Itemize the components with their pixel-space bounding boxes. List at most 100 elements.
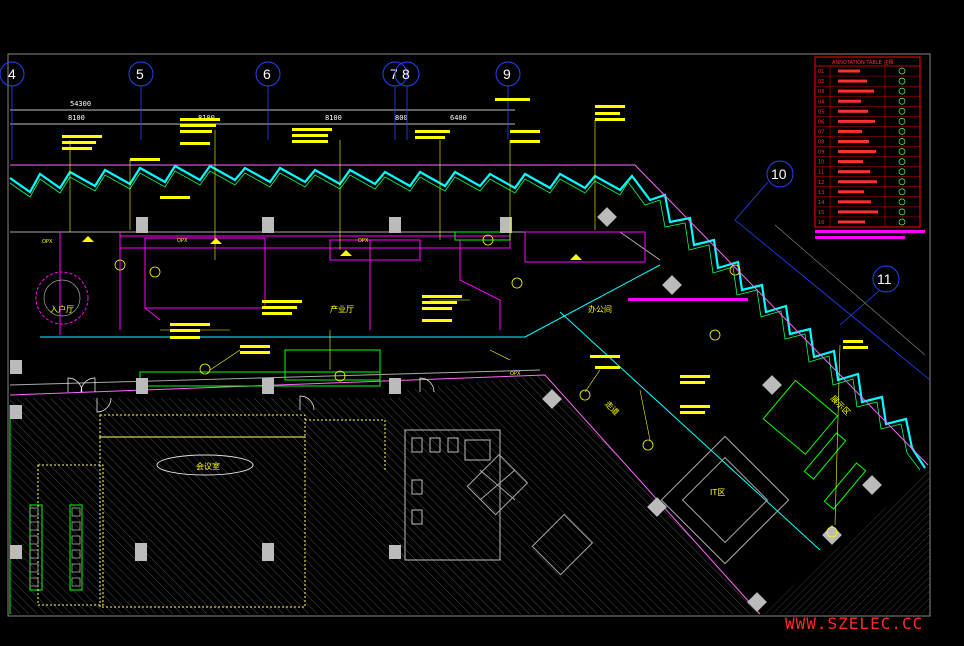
hatched-lower-area (10, 398, 405, 614)
axis-bubble-11: 11 (872, 265, 900, 293)
svg-text:7: 7 (390, 66, 398, 82)
legend-row-symbol-icon (898, 188, 906, 196)
legend-row-number: 15 (818, 210, 824, 216)
lobby-feature (35, 271, 89, 325)
diagonal-dim-line (774, 224, 926, 356)
annotation-leaders (69, 120, 841, 526)
dim-span-5: 6400 (450, 114, 467, 122)
legend-row-symbol-icon (898, 158, 906, 165)
legend-row-desc (838, 170, 870, 174)
room-label-it: IT区 (710, 488, 725, 497)
legend-note-1 (815, 230, 925, 233)
legend-row-desc (838, 200, 871, 204)
legend-row-desc (838, 129, 862, 133)
legend-row-symbol-icon (898, 168, 906, 176)
legend-row-desc (838, 69, 860, 73)
legend-row-number: 05 (818, 109, 824, 115)
legend-row-symbol-icon (898, 178, 906, 186)
watermark: WWW.SZELEC.CC (785, 614, 923, 633)
legend-row-symbol-icon (898, 218, 906, 226)
legend-row-symbol-icon (898, 128, 906, 135)
svg-text:10: 10 (771, 166, 787, 182)
dim-span-3: 8100 (325, 114, 342, 122)
legend-note-2 (815, 236, 905, 239)
axis-bubble-9: 9 (495, 61, 521, 87)
svg-text:11: 11 (877, 271, 892, 287)
legend-row-desc (838, 210, 878, 214)
legend-row-desc (838, 139, 869, 143)
legend-row-symbol-icon (898, 77, 906, 85)
legend-row-number: 07 (818, 129, 824, 135)
partitions-upper (59, 231, 646, 335)
legend-row-number: 12 (818, 180, 824, 186)
legend-row-number: 16 (818, 220, 824, 226)
legend-row-symbol-icon (898, 198, 906, 206)
legend-row-desc (838, 79, 867, 83)
legend-row-symbol-icon (898, 117, 906, 125)
tag-opx-1: OPX (42, 239, 53, 245)
svg-text:9: 9 (503, 66, 511, 82)
legend-row-desc (838, 180, 877, 184)
axis-bubble-10: 10 (766, 160, 794, 188)
room-label-office: 办公间 (588, 304, 612, 314)
it-room (660, 435, 790, 565)
svg-text:6: 6 (263, 66, 271, 82)
legend-row-desc (838, 119, 875, 123)
room-label-east: 展示区 (829, 394, 852, 417)
axis-bubble-6: 6 (255, 61, 281, 87)
tag-opx-3: OPX (358, 238, 369, 244)
dim-span-4: 800 (395, 114, 408, 122)
building-outline (9, 164, 929, 615)
legend-row-desc (838, 220, 865, 224)
drawing-frame (7, 53, 931, 617)
legend-row-number: 09 (818, 150, 824, 156)
legend-row-desc (838, 99, 861, 103)
legend-title: ANNOTATION TABLE 注释 (832, 59, 893, 66)
legend-row-number: 14 (818, 200, 824, 206)
corridor-line-2 (524, 264, 661, 338)
legend-row-symbol-icon (898, 97, 906, 105)
legend-row-desc (838, 109, 868, 113)
axis-lines (11, 86, 509, 160)
svg-text:5: 5 (136, 66, 144, 82)
dim-overall: 54300 (70, 100, 91, 108)
legend-table: ANNOTATION TABLE 注释 01020304050607080910… (814, 56, 921, 228)
legend-row-desc (838, 190, 864, 194)
axis-line-10 (734, 219, 931, 381)
axis-line-11 (839, 289, 881, 326)
legend-row-symbol-icon (898, 138, 906, 145)
legend-row-number: 06 (818, 119, 824, 125)
svg-text:4: 4 (8, 66, 16, 82)
legend-row-number: 08 (818, 140, 824, 146)
legend-row-number: 10 (818, 160, 824, 166)
legend-row-symbol-icon (898, 107, 906, 115)
axis-bubble-5: 5 (128, 61, 154, 87)
svg-text:8: 8 (402, 66, 410, 82)
columns (10, 207, 882, 612)
legend-row-symbol-icon (898, 67, 906, 75)
legend-row-symbol-icon (898, 208, 906, 216)
annotation-texts (62, 98, 868, 414)
reception-desk (156, 454, 254, 476)
axis-line-10b (734, 181, 769, 221)
dim-span-1: 8100 (68, 114, 85, 122)
legend-row-desc (838, 150, 876, 154)
door-swings (67, 377, 435, 413)
tag-opx-2: OPX (177, 238, 188, 244)
legend-row-symbol-icon (898, 148, 906, 155)
legend-row-number: 04 (818, 99, 824, 105)
legend-row-symbol-icon (898, 87, 906, 95)
legend-row-number: 13 (818, 190, 824, 196)
legend-row-number: 11 (818, 170, 824, 176)
axis-bubble-8: 8 (394, 61, 420, 87)
legend-row-number: 01 (818, 69, 824, 75)
legend-row-desc (838, 89, 874, 93)
room-label-meeting: 会议室 (196, 461, 220, 471)
corridor-line-3 (559, 311, 821, 551)
room-label-hall: 产业厅 (330, 304, 354, 314)
legend-row-number: 02 (818, 79, 824, 85)
hatched-lower-right (400, 375, 760, 614)
hatched-east (760, 470, 930, 614)
magenta-note (628, 298, 748, 301)
light-markers (82, 236, 582, 260)
